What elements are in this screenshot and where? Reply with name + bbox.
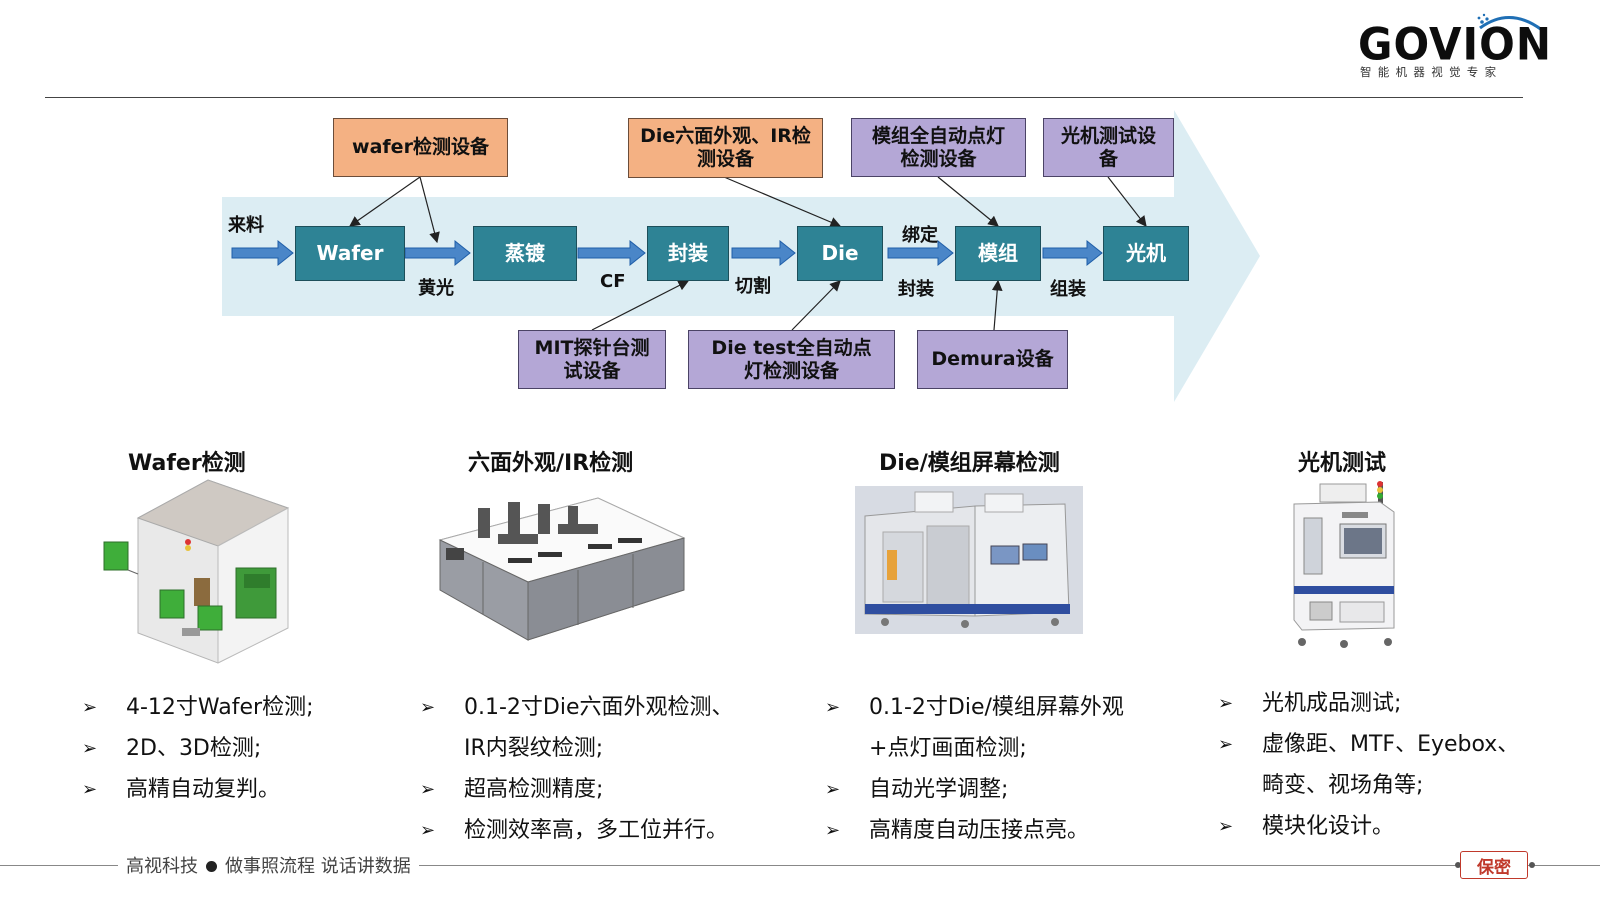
section-title-optical: 光机测试 [1298, 451, 1387, 476]
header-divider [45, 97, 1523, 98]
brand-tagline: 智能机器视觉专家 [1360, 65, 1503, 79]
section-title-wafer: Wafer检测 [128, 451, 246, 476]
footer-divider [0, 865, 1600, 866]
list-item: ➢自动光学调整; [825, 769, 1155, 810]
equipment-demura: Demura设备 [917, 330, 1068, 389]
arrow-bullet-icon: ➢ [825, 820, 841, 841]
list-item: ➢2D、3D检测; [82, 728, 402, 769]
process-label-packaging: 封装 [898, 279, 934, 300]
process-label-assembly: 组装 [1050, 279, 1086, 300]
list-item: ➢检测效率高，多工位并行。 [420, 810, 742, 851]
connector-optical [1107, 176, 1147, 227]
section-title-six-side: 六面外观/IR检测 [468, 451, 634, 476]
list-item: ➢模块化设计。 [1218, 806, 1536, 847]
brand-logo: GOVION [1358, 18, 1553, 71]
arrow-bullet-icon: ➢ [420, 697, 436, 718]
list-item: ➢0.1-2寸Die六面外观检测、IR内裂纹检测; [420, 687, 742, 769]
flow-arrow-3 [731, 239, 796, 267]
equipment-die-visual-ir: Die六面外观、IR检测设备 [628, 118, 823, 178]
wafer-inspection-machine-image [103, 479, 290, 664]
connector-wafer-to-wafer [349, 176, 421, 227]
bullet-list-optical: ➢光机成品测试; ➢虚像距、MTF、Eyebox、畸变、视场角等; ➢模块化设计… [1218, 683, 1536, 847]
list-item: ➢虚像距、MTF、Eyebox、畸变、视场角等; [1218, 724, 1536, 806]
dot-icon [1455, 862, 1461, 868]
confidential-badge: 保密 [1460, 851, 1528, 879]
arrow-bullet-icon: ➢ [1218, 734, 1234, 755]
footer-company: 高视科技 [126, 856, 198, 877]
node-die: Die [797, 226, 883, 281]
connector-die-visual [723, 176, 842, 228]
arrow-bullet-icon: ➢ [825, 697, 841, 718]
node-module: 模组 [955, 226, 1041, 281]
equipment-module-lighting: 模组全自动点灯检测设备 [851, 118, 1026, 177]
equipment-mit-probe: MIT探针台测试设备 [518, 330, 666, 389]
node-packaging: 封装 [647, 226, 729, 281]
screen-inspection-machine-image [855, 486, 1083, 634]
six-side-inspection-machine-image [438, 497, 686, 641]
equipment-die-test: Die test全自动点灯检测设备 [688, 330, 895, 389]
arrow-bullet-icon: ➢ [1218, 816, 1234, 837]
arrow-bullet-icon: ➢ [825, 779, 841, 800]
optical-engine-tester-image [1293, 481, 1395, 648]
footer-slogan: 高视科技 做事照流程 说话讲数据 [118, 852, 419, 878]
flow-arrow-5 [1042, 239, 1103, 267]
node-evaporation: 蒸镀 [473, 226, 577, 281]
process-label-bonding: 绑定 [902, 225, 938, 246]
input-label: 来料 [228, 215, 264, 236]
list-item: ➢0.1-2寸Die/模组屏幕外观+点灯画面检测; [825, 687, 1155, 769]
bullet-list-six-side: ➢0.1-2寸Die六面外观检测、IR内裂纹检测; ➢超高检测精度; ➢检测效率… [420, 687, 742, 851]
footer-motto: 做事照流程 说话讲数据 [225, 856, 411, 877]
dot-icon [1529, 862, 1535, 868]
connector-module-light [937, 176, 999, 227]
connector-demura [991, 279, 1003, 331]
bullet-list-wafer: ➢4-12寸Wafer检测; ➢2D、3D检测; ➢高精自动复判。 [82, 687, 402, 810]
arrow-bullet-icon: ➢ [1218, 693, 1234, 714]
flow-arrow-4 [887, 239, 954, 267]
process-label-cutting: 切割 [735, 276, 771, 297]
list-item: ➢4-12寸Wafer检测; [82, 687, 402, 728]
node-optical-engine: 光机 [1103, 226, 1189, 281]
list-item: ➢光机成品测试; [1218, 683, 1536, 724]
equipment-optical-test: 光机测试设备 [1043, 118, 1174, 177]
connector-wafer-to-yellow [419, 176, 440, 244]
arrow-bullet-icon: ➢ [420, 779, 436, 800]
arrow-bullet-icon: ➢ [82, 779, 98, 800]
bullet-dot-icon [206, 861, 217, 872]
connector-dietest [791, 280, 841, 331]
list-item: ➢高精自动复判。 [82, 769, 402, 810]
arrow-bullet-icon: ➢ [82, 738, 98, 759]
connector-mit [591, 280, 690, 331]
flow-arrow-2 [577, 239, 646, 267]
arrow-bullet-icon: ➢ [420, 820, 436, 841]
arrow-bullet-icon: ➢ [82, 697, 98, 718]
process-label-yellow-light: 黄光 [418, 278, 454, 299]
equipment-wafer-inspection: wafer检测设备 [333, 118, 508, 177]
flow-connectors [231, 176, 1147, 331]
section-title-screen: Die/模组屏幕检测 [879, 451, 1060, 476]
flow-arrow-1 [404, 239, 471, 267]
process-label-cf: CF [600, 271, 626, 292]
logo-swoosh-icon [1477, 13, 1543, 32]
bullet-list-screen: ➢0.1-2寸Die/模组屏幕外观+点灯画面检测; ➢自动光学调整; ➢高精度自… [825, 687, 1155, 851]
node-wafer: Wafer [295, 226, 405, 281]
flow-arrow-input [231, 239, 294, 267]
list-item: ➢高精度自动压接点亮。 [825, 810, 1155, 851]
list-item: ➢超高检测精度; [420, 769, 742, 810]
